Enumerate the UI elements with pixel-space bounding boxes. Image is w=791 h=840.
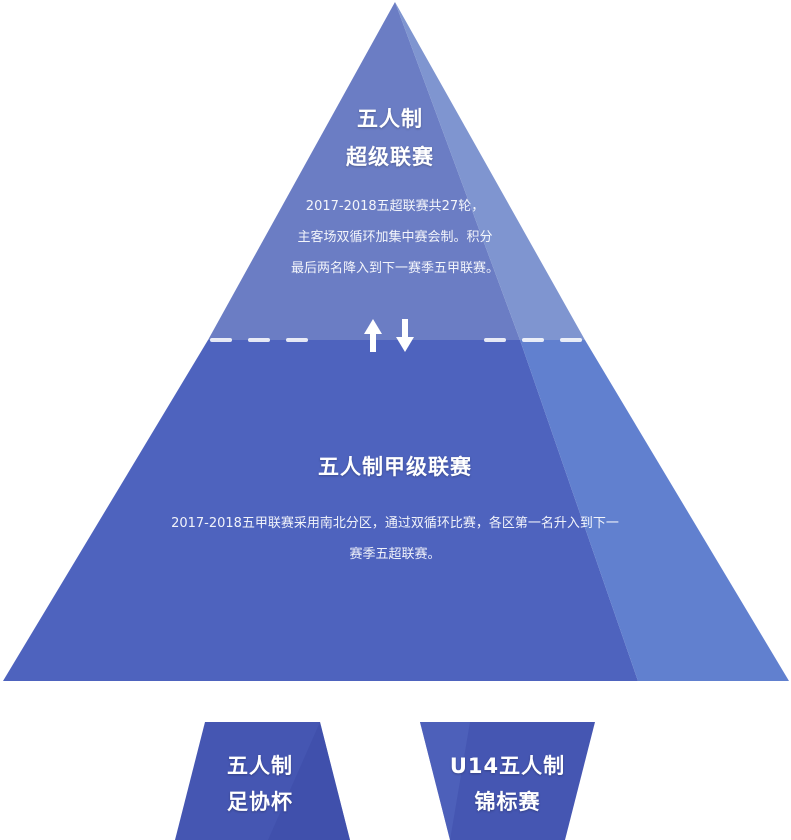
arrow-up-icon — [364, 319, 382, 352]
top-tier-title: 五人制 超级联赛 — [290, 100, 490, 176]
top-tier-desc-line2: 主客场双循环加集中赛会制。积分 — [297, 230, 493, 245]
cup-block-sheen — [268, 722, 350, 840]
top-tier-face — [208, 2, 520, 340]
cup-block-label: 五人制 足协杯 — [190, 748, 330, 820]
u14-block-label: U14五人制 锦标赛 — [420, 748, 595, 820]
top-tier-desc-line3: 最后两名降入到下一赛季五甲联赛。 — [290, 261, 499, 276]
top-tier-description: 2017-2018五超联赛共27轮， 主客场双循环加集中赛会制。积分 最后两名降… — [250, 191, 540, 284]
u14-line2: 锦标赛 — [474, 790, 541, 814]
middle-tier-title: 五人制甲级联赛 — [220, 448, 570, 486]
top-tier-side — [395, 2, 585, 340]
u14-block-sheen — [420, 722, 470, 840]
middle-tier-side — [520, 340, 789, 681]
middle-tier-desc-line1: 2017-2018五甲联赛采用南北分区，通过双循环比赛，各区第一名升入到下一 — [171, 516, 619, 531]
cup-line1: 五人制 — [227, 754, 293, 778]
middle-tier-face — [3, 340, 638, 681]
top-tier-title-line2: 超级联赛 — [346, 145, 434, 169]
top-tier-desc-line1: 2017-2018五超联赛共27轮， — [305, 199, 485, 214]
top-tier-title-line1: 五人制 — [357, 107, 423, 131]
cup-line2: 足协杯 — [227, 790, 293, 814]
middle-tier-description: 2017-2018五甲联赛采用南北分区，通过双循环比赛，各区第一名升入到下一 赛… — [120, 508, 670, 570]
arrow-down-icon — [396, 319, 414, 352]
middle-tier-desc-line2: 赛季五超联赛。 — [349, 547, 441, 562]
u14-line1: U14五人制 — [449, 754, 566, 778]
middle-tier-title-text: 五人制甲级联赛 — [318, 455, 472, 479]
